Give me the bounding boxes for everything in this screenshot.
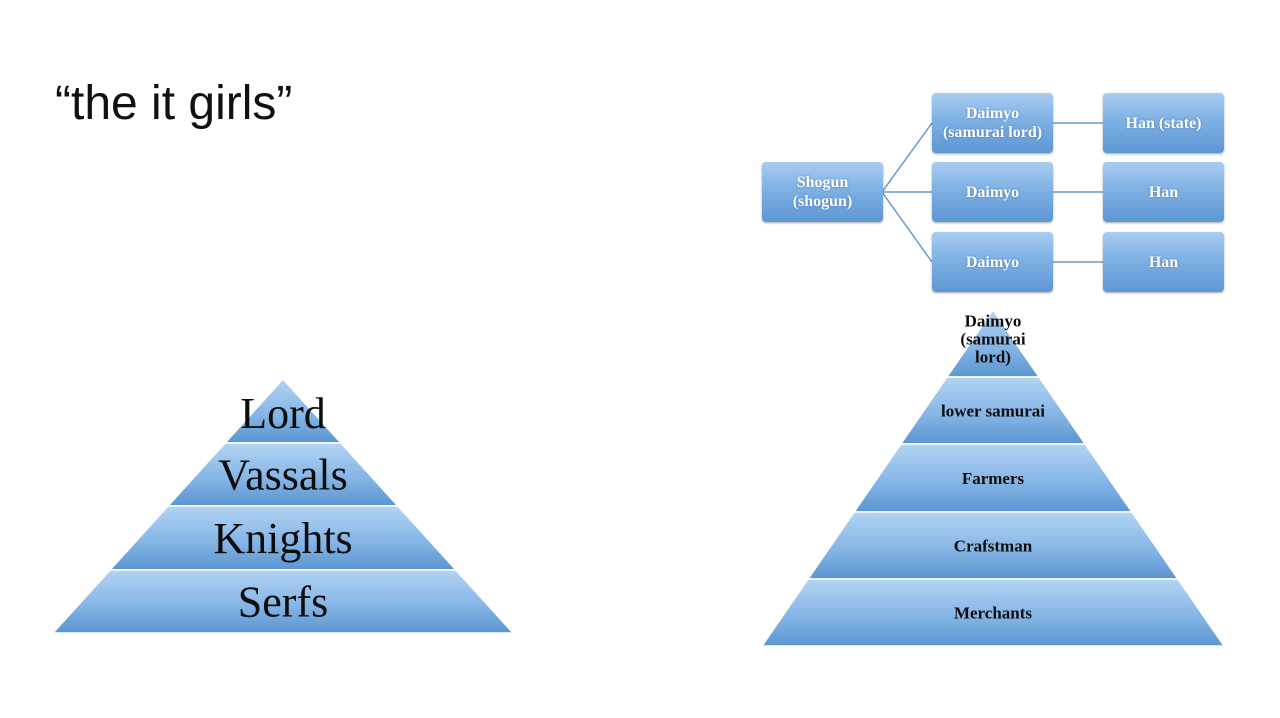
- shogun-box: Shogun (shogun): [762, 162, 883, 222]
- feudal-level-label-1: Lord: [240, 389, 326, 438]
- feudal-level-label-2: Vassals: [218, 450, 348, 499]
- japan-level-label-3: Farmers: [962, 469, 1025, 488]
- daimyo-box-3: Daimyo: [932, 232, 1053, 292]
- japan-level-label-5: Merchants: [954, 603, 1032, 622]
- slide-title: “the it girls”: [55, 77, 293, 130]
- han-box-3: Han: [1103, 232, 1224, 292]
- japan-level-label-2: lower samurai: [941, 401, 1045, 420]
- japan-level-5: [760, 578, 1226, 647]
- feudal-level-label-3: Knights: [213, 514, 352, 563]
- han-box-1: Han (state): [1103, 93, 1224, 153]
- feudal-level-label-4: Serfs: [238, 577, 328, 626]
- daimyo-box-1: Daimyo (samurai lord): [932, 93, 1053, 153]
- han-box-2: Han: [1103, 162, 1224, 222]
- japan-level-label-4: Crafstman: [954, 536, 1033, 555]
- feudal-level-4: [51, 569, 515, 634]
- daimyo-box-2: Daimyo: [932, 162, 1053, 222]
